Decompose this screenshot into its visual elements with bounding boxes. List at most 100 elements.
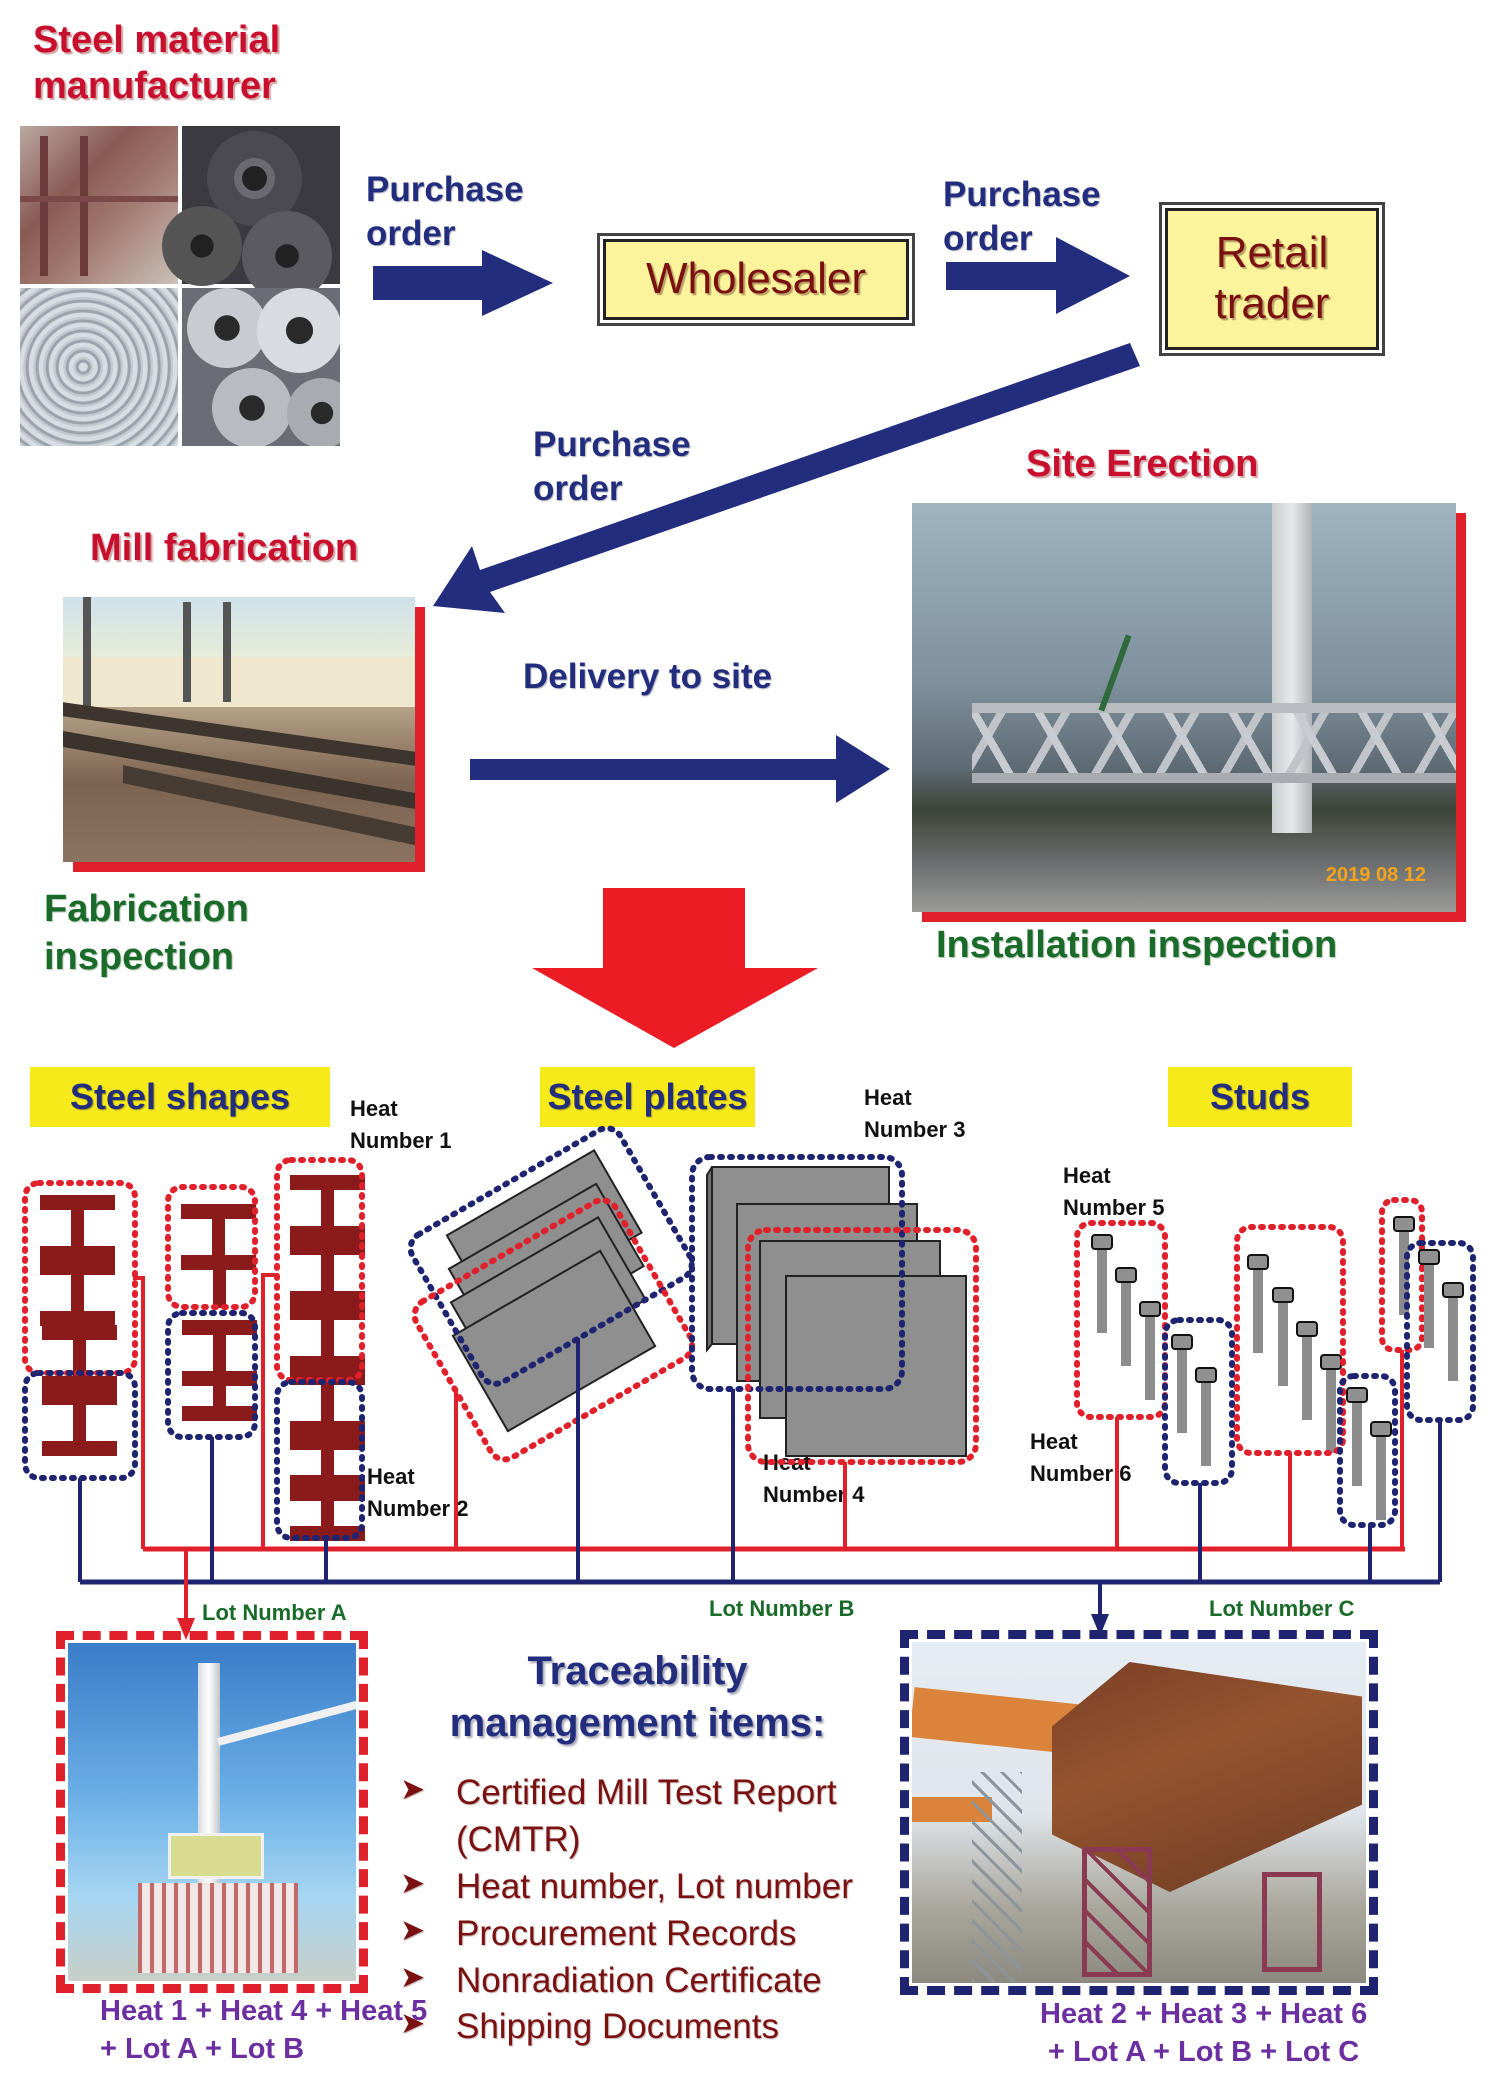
- heat-5-group-studs-a: [1074, 1220, 1168, 1420]
- traceability-item: ➤Certified Mill Test Report (CMTR): [400, 1770, 880, 1864]
- stud-icon: [1272, 1287, 1294, 1387]
- stud-icon: [1442, 1282, 1464, 1382]
- arrow-manufacturer-to-wholesaler: [373, 250, 553, 316]
- purchase-order-label-3: Purchase order: [533, 425, 691, 508]
- stud-icon: [1171, 1334, 1193, 1434]
- heat-number-3-label: Heat Number 3: [864, 1085, 966, 1142]
- tower-photo: [68, 1643, 356, 1981]
- galvanized-coil-photo: [182, 288, 340, 446]
- arrowhead-bullet-icon: ➤: [400, 1913, 426, 1947]
- stud-group-c: [1234, 1224, 1346, 1456]
- retail-trader-label: Retail trader: [1214, 228, 1330, 328]
- h-beam-photo: [20, 126, 178, 284]
- heat-6-group-studs-f: [1404, 1240, 1476, 1423]
- stud-icon: [1091, 1234, 1113, 1334]
- i-beam-icon: [290, 1240, 365, 1306]
- arrowhead-bullet-icon: ➤: [400, 1773, 426, 1806]
- girder-photo: [912, 1642, 1366, 1983]
- arrow-retailer-to-mill: [433, 343, 1140, 613]
- traceability-item: ➤Procurement Records: [400, 1911, 880, 1958]
- flow-arrows: [373, 237, 1140, 1048]
- purchase-order-label-2: Purchase order: [943, 175, 1101, 258]
- arrowhead-bullet-icon: ➤: [400, 1866, 426, 1900]
- arrowhead-bullet-icon: ➤: [400, 1960, 426, 1994]
- stud-group-d: [1337, 1373, 1398, 1528]
- category-steel-shapes: Steel shapes: [30, 1067, 330, 1127]
- lot-number-c-label: Lot Number C: [1209, 1596, 1355, 1621]
- girder-photo-frame: [900, 1630, 1378, 1995]
- right-combo-line-2: + Lot A + Lot B + Lot C: [1048, 2035, 1360, 2068]
- stud-icon: [1115, 1267, 1137, 1367]
- heat-number-5-label: Heat Number 5: [1063, 1163, 1165, 1220]
- right-combo-label: Heat 2 + Heat 3 + Heat 6 + Lot A + Lot B…: [1040, 1996, 1367, 2071]
- i-beam-icon: [42, 1325, 117, 1391]
- heat-2-group-shape-c: [274, 1379, 365, 1541]
- heat-3-group-plates-b: [689, 1154, 905, 1392]
- i-beam-group-3: [290, 1175, 365, 1541]
- category-steel-plates: Steel plates: [540, 1067, 755, 1127]
- right-combo-line-1: Heat 2 + Heat 3 + Heat 6: [1040, 1998, 1368, 2030]
- arrow-wholesaler-to-retailer: [946, 237, 1130, 314]
- i-beam-icon: [290, 1175, 365, 1241]
- traceability-list: ➤Certified Mill Test Report (CMTR) ➤Heat…: [400, 1770, 880, 2051]
- i-beam-group-1: [40, 1195, 117, 1456]
- lot-a-arrow: [177, 1549, 195, 1640]
- heat-6-group-studs-d: [1337, 1373, 1398, 1528]
- wholesaler-label: Wholesaler: [645, 254, 867, 304]
- stud-icon: [1247, 1254, 1269, 1354]
- stud-group-e: [1379, 1197, 1425, 1353]
- upright-plate-stack: [689, 1154, 979, 1465]
- site-erection-photo: 2019 08 12: [912, 503, 1456, 912]
- site-erection-label: Site Erection: [1026, 443, 1259, 485]
- arrowhead-bullet-icon: ➤: [400, 2007, 426, 2041]
- retail-trader-node[interactable]: Retail trader: [1165, 208, 1379, 350]
- arrow-down-to-traceability: [532, 888, 818, 1048]
- stud-icon: [1195, 1367, 1217, 1467]
- arrow-down-icon: [177, 1618, 195, 1640]
- stud-group-f: [1404, 1240, 1476, 1423]
- delivery-to-site-label: Delivery to site: [523, 657, 772, 696]
- stud-icon: [1370, 1421, 1392, 1521]
- stud-group-a: [1074, 1220, 1168, 1420]
- stud-group-b: [1162, 1317, 1235, 1486]
- fabrication-inspection-label: Fabrication inspection: [44, 888, 249, 978]
- left-combo-line-2: + Lot A + Lot B: [100, 2032, 305, 2065]
- heat-4-group-plates-a: [411, 1197, 696, 1463]
- i-beam-icon: [40, 1260, 115, 1326]
- steel-coil-photo: [162, 126, 340, 301]
- tilted-plate-stack: [407, 1125, 696, 1463]
- heat-number-1-label: Heat Number 1: [350, 1096, 452, 1153]
- heat-3-group-plates-a: [407, 1125, 695, 1387]
- photo-timestamp: 2019 08 12: [1325, 864, 1426, 886]
- wholesaler-node[interactable]: Wholesaler: [603, 239, 909, 320]
- installation-inspection-label: Installation inspection: [936, 924, 1338, 966]
- heat-1-group-shape-b: [165, 1184, 258, 1310]
- stud-icon: [1346, 1387, 1368, 1487]
- traceability-title: Traceability management items:: [449, 1649, 826, 1745]
- i-beam-icon: [290, 1475, 365, 1541]
- traceability-item: ➤Nonradiation Certificate: [400, 1958, 880, 2005]
- heat-1-group-shape-c: [274, 1157, 365, 1383]
- manufacturer-label: Steel material manufacturer: [33, 19, 281, 107]
- left-combo-label: Heat 1 + Heat 4 + Heat 5 + Lot A + Lot B: [100, 1993, 427, 2068]
- stud-icon: [1296, 1321, 1318, 1421]
- category-studs-label: Studs: [1209, 1076, 1310, 1117]
- i-beam-icon: [42, 1390, 117, 1456]
- traceability-item: ➤Heat number, Lot number: [400, 1864, 880, 1911]
- traceability-item: ➤Shipping Documents: [400, 2004, 880, 2051]
- heat-number-2-label: Heat Number 2: [367, 1464, 469, 1521]
- tower-photo-frame: [56, 1631, 368, 1993]
- heat-number-6-label: Heat Number 6: [1030, 1429, 1132, 1486]
- navy-connector-lines: [78, 1338, 1442, 1585]
- arrow-delivery-to-site: [470, 735, 890, 803]
- category-studs: Studs: [1168, 1067, 1352, 1127]
- wire-rod-photo: [20, 288, 178, 446]
- lot-c-arrow: [1091, 1582, 1109, 1636]
- purchase-order-label-1: Purchase order: [366, 170, 524, 253]
- manufacturer-photo: [20, 126, 340, 446]
- i-beam-group-2: [181, 1204, 257, 1421]
- mill-fabrication-label: Mill fabrication: [90, 527, 359, 569]
- stud-icon: [1139, 1301, 1161, 1401]
- i-beam-icon: [40, 1195, 115, 1261]
- red-connector-lines: [133, 1273, 1405, 1552]
